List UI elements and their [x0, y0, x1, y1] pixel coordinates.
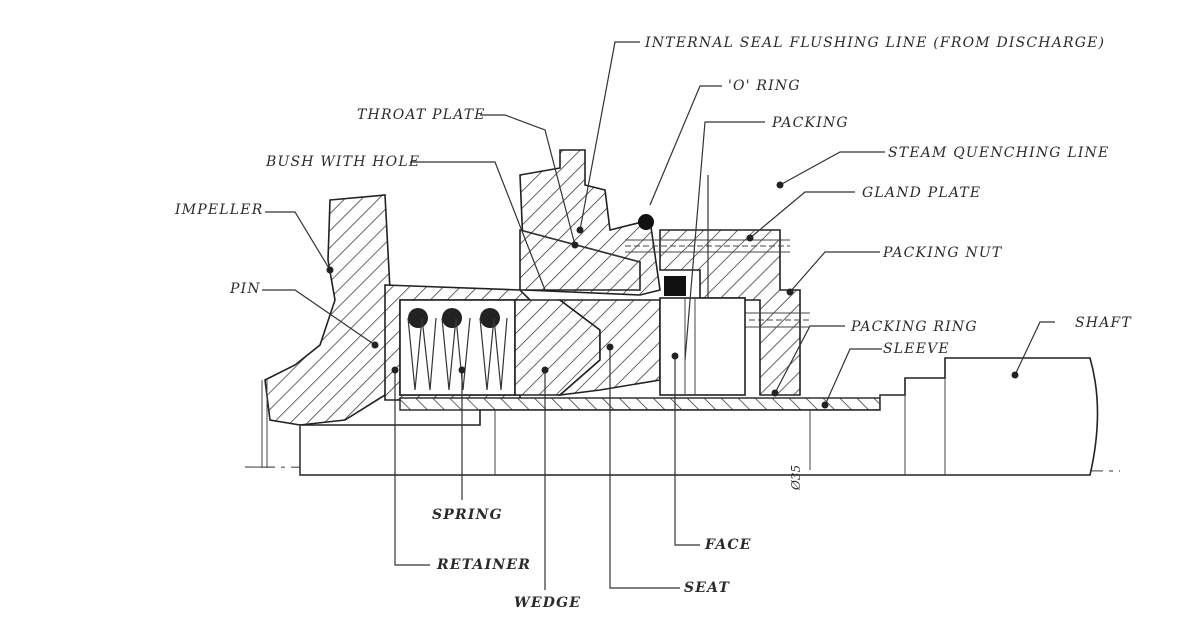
- label-wedge: WEDGE: [514, 595, 581, 611]
- springs: [407, 308, 508, 391]
- label-steam-quenching: STEAM QUENCHING LINE: [888, 145, 1109, 161]
- label-seat: SEAT: [684, 580, 730, 596]
- label-packing: PACKING: [771, 115, 849, 131]
- leader-lines: [262, 41, 1055, 590]
- label-gland-plate: GLAND PLATE: [862, 185, 981, 201]
- label-shaft: SHAFT: [1075, 315, 1132, 331]
- leader-dots: [326, 181, 1019, 409]
- label-bush-with-hole: BUSH WITH HOLE: [265, 154, 420, 170]
- gland-plate: [659, 229, 801, 396]
- face: [659, 297, 746, 396]
- label-sleeve: SLEEVE: [883, 341, 950, 357]
- label-pin: PIN: [229, 281, 261, 297]
- impeller: [264, 194, 391, 426]
- label-throat-plate: THROAT PLATE: [357, 107, 486, 123]
- label-face: FACE: [704, 537, 752, 553]
- packing: [664, 276, 686, 296]
- label-flushing-line: INTERNAL SEAL FLUSHING LINE (FROM DISCHA…: [644, 35, 1105, 51]
- label-spring: SPRING: [432, 507, 503, 523]
- sleeve: [399, 397, 881, 411]
- label-impeller: IMPELLER: [174, 202, 263, 218]
- dimension-label: Ø35: [789, 465, 803, 491]
- label-o-ring: 'O' RING: [728, 78, 801, 94]
- o-ring: [638, 214, 654, 230]
- label-retainer: RETAINER: [436, 557, 531, 573]
- label-packing-ring: PACKING RING: [850, 319, 978, 335]
- label-packing-nut: PACKING NUT: [882, 245, 1003, 261]
